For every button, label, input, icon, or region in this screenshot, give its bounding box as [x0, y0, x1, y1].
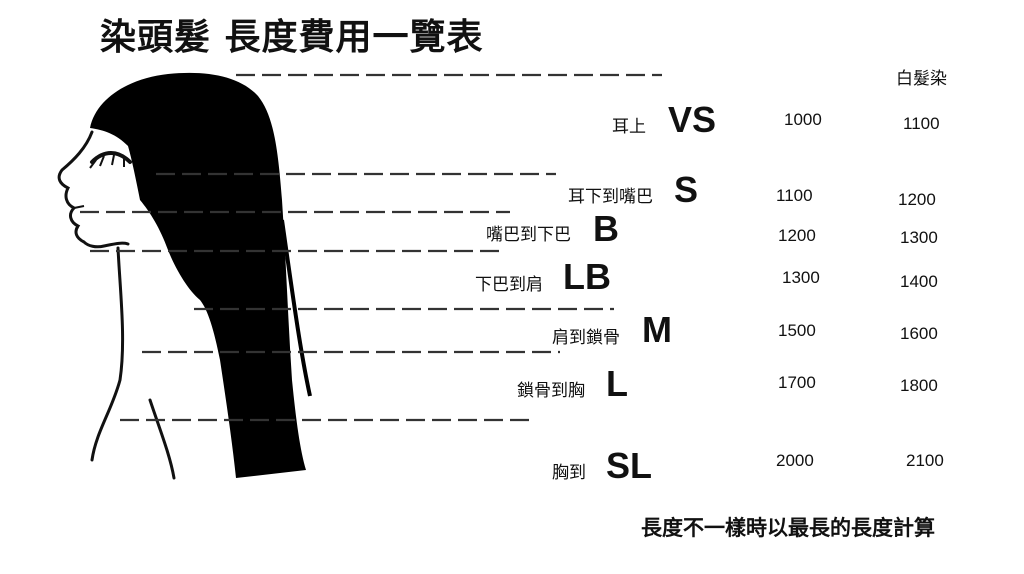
- white-hair-price-value: 2100: [906, 451, 944, 470]
- closed-eye: [90, 151, 132, 164]
- length-guide-lines: [80, 73, 662, 422]
- length-range-label: 肩到鎖骨: [552, 328, 620, 348]
- length-code: B: [593, 208, 619, 249]
- price-value: 1200: [778, 226, 816, 245]
- price-value: 1300: [782, 268, 820, 287]
- price-value: 1000: [784, 110, 822, 129]
- length-code: S: [674, 169, 699, 210]
- white-hair-price-value: 1400: [900, 272, 938, 291]
- white-hair-price-value: 1800: [900, 376, 938, 395]
- white-hair-column-header: 白髮染: [896, 69, 947, 89]
- footnote: 長度不一樣時以最長的長度計算: [641, 516, 935, 540]
- price-value: 1500: [778, 321, 816, 340]
- length-code: VS: [668, 99, 717, 140]
- length-range-label: 耳下到嘴巴: [568, 187, 653, 207]
- white-hair-price-value: 1200: [898, 190, 936, 209]
- hair-silhouette: [90, 72, 306, 478]
- mouth-line: [73, 205, 85, 209]
- chest-outline: [148, 398, 176, 480]
- white-hair-price-value: 1300: [900, 228, 938, 247]
- eyelashes: [89, 154, 125, 169]
- length-code: M: [642, 309, 672, 350]
- length-code: SL: [606, 445, 653, 486]
- price-value: 1700: [778, 373, 816, 392]
- length-code: L: [606, 363, 628, 404]
- neck-outline: [90, 246, 125, 462]
- length-range-label: 鎖骨到胸: [517, 381, 585, 401]
- length-code: LB: [563, 256, 611, 297]
- length-range-label: 嘴巴到下巴: [486, 225, 571, 245]
- white-hair-price-value: 1100: [903, 114, 940, 133]
- price-value: 2000: [776, 451, 814, 470]
- length-range-label: 耳上: [612, 117, 646, 137]
- page-title: 染頭髮 長度費用一覽表: [100, 17, 484, 58]
- face-profile-outline: [57, 130, 130, 249]
- hair-back-edge: [280, 219, 312, 397]
- length-range-label: 下巴到肩: [475, 275, 543, 295]
- length-range-label: 胸到: [552, 463, 586, 483]
- white-hair-price-value: 1600: [900, 324, 938, 343]
- price-value: 1100: [776, 186, 813, 205]
